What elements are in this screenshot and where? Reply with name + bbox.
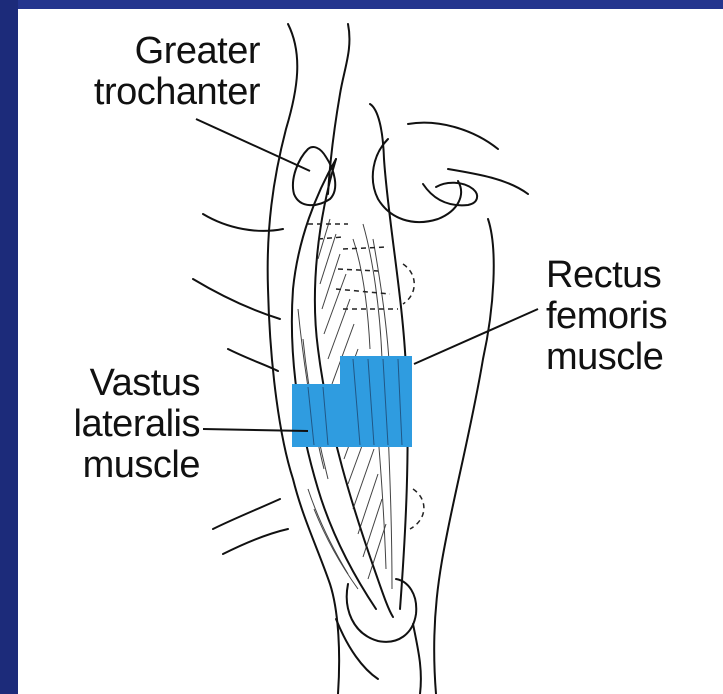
hip-curve-upper [408,123,498,149]
injection-site-vastus [292,384,340,447]
knee-line-2 [413,624,421,694]
label-line: femoris [546,296,716,337]
ilium-inner [423,183,477,206]
label-line: muscle [546,337,716,378]
slide-top-border [0,0,723,9]
label-greater-trochanter: Greater trochanter [80,31,260,113]
pelvis-line-left [213,499,280,529]
thigh-outline-medial-lower [434,219,494,694]
label-line: Greater [80,31,260,72]
label-vastus-lateralis: Vastus lateralis muscle [38,363,200,486]
label-line: lateralis [38,404,200,445]
leader-rectus-femoris [414,309,538,364]
label-line: Rectus [546,255,716,296]
label-line: trochanter [80,72,260,113]
label-line: Vastus [38,363,200,404]
label-rectus-femoris: Rectus femoris muscle [546,255,716,378]
thigh-diagram: Greater trochanter Rectus femoris muscle… [18,9,723,694]
hip-curve-right [448,169,528,194]
slide-left-border [0,0,18,694]
pelvis-line-low [223,529,288,554]
label-line: muscle [38,445,200,486]
leader-greater-trochanter [196,119,310,171]
